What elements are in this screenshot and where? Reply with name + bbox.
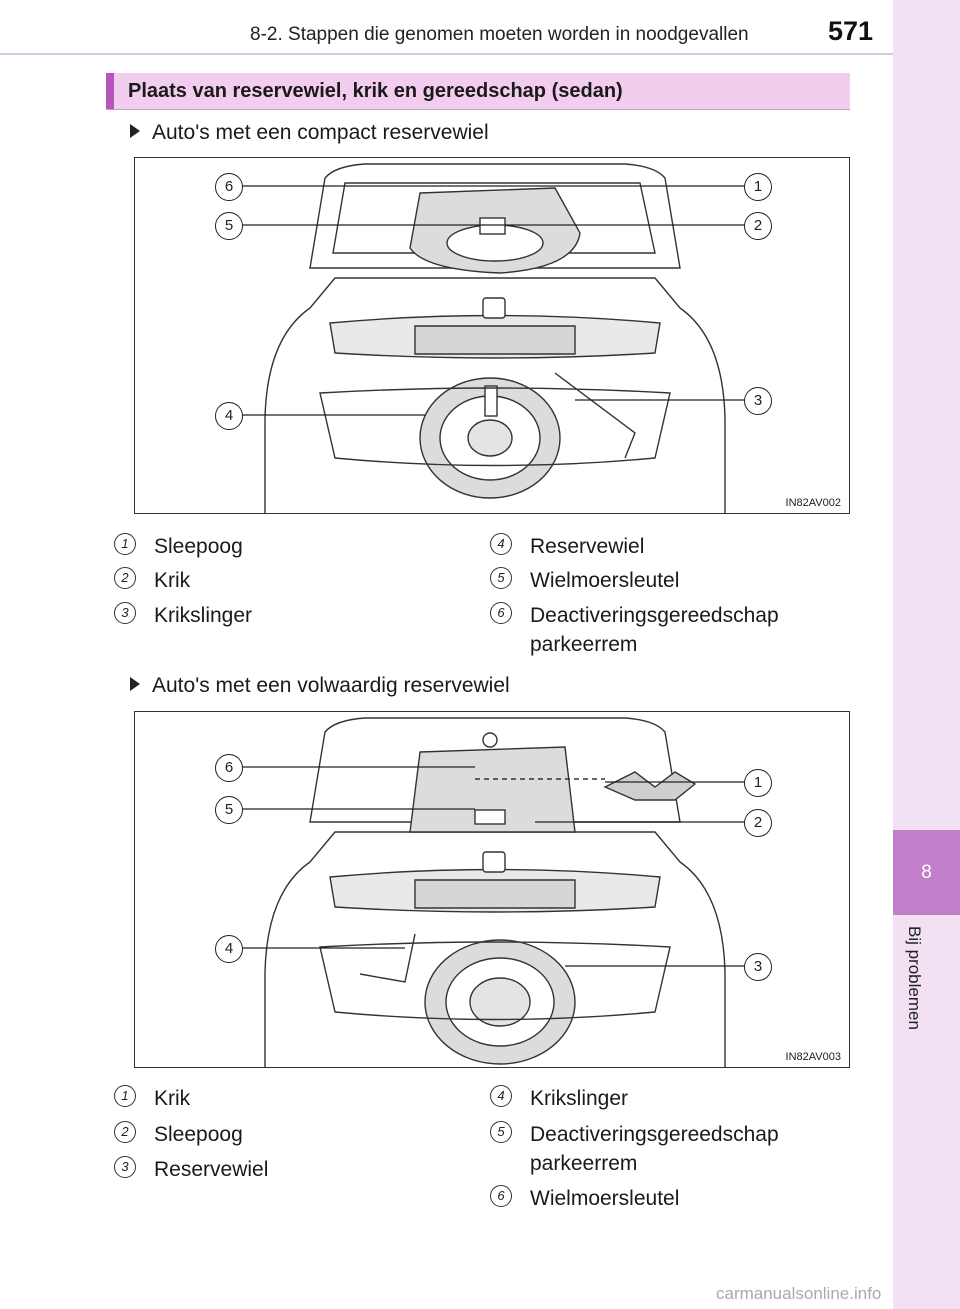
figure-1-illustration: 6 5 4 1 2 3 IN82AV002 (134, 157, 850, 514)
legend-text: Deactiveringsgereedschap parkeerrem (530, 1123, 779, 1175)
legend-text: Reservewiel (530, 535, 645, 558)
figure-1-callout-1: 1 (744, 173, 772, 201)
figure-2-bullet-text: Auto's met een volwaardig reservewiel (152, 674, 510, 697)
page-number: 571 (828, 16, 874, 46)
legend-number: 6 (490, 602, 512, 624)
legend-number: 3 (114, 1156, 136, 1178)
chapter-number-box (893, 830, 960, 915)
section-heading-rule (106, 109, 850, 110)
figure-1-code: IN82AV002 (785, 497, 841, 509)
figure-2-callout-4: 4 (215, 935, 243, 963)
figure-2-callout-6: 6 (215, 754, 243, 782)
legend-text: Krikslinger (530, 1087, 629, 1110)
section-heading: Plaats van reservewiel, krik en gereedsc… (106, 73, 850, 109)
figure-2-bullet: Auto's met een volwaardig reservewiel (130, 674, 510, 698)
figure-1-callout-6: 6 (215, 173, 243, 201)
figure-2-code: IN82AV003 (785, 1051, 841, 1063)
chapter-number: 8 (921, 862, 932, 883)
section-heading-text: Plaats van reservewiel, krik en gereedsc… (128, 80, 623, 102)
legend-number: 4 (490, 533, 512, 555)
header-divider (0, 53, 893, 55)
watermark: carmanualsonline.info (716, 1284, 882, 1303)
legend-number: 1 (114, 533, 136, 555)
legend-number: 2 (114, 567, 136, 589)
legend-number: 3 (114, 602, 136, 624)
legend-number: 5 (490, 567, 512, 589)
header-section-title: 8-2. Stappen die genomen moeten worden i… (250, 24, 749, 45)
bullet-triangle-icon (130, 124, 140, 138)
figure-2-callout-3: 3 (744, 953, 772, 981)
figure-2-illustration: 6 5 4 1 2 3 IN82AV003 (134, 711, 850, 1068)
trunk-full-spare-drawing (241, 717, 745, 1067)
chapter-label: Bij problemen (905, 926, 924, 1030)
legend-number: 5 (490, 1121, 512, 1143)
bullet-triangle-icon (130, 677, 140, 691)
legend-text: Krik (154, 1087, 191, 1110)
legend-text: Wielmoersleutel (530, 1187, 680, 1210)
trunk-compact-spare-drawing (241, 163, 745, 513)
figure-1-callout-2: 2 (744, 212, 772, 240)
legend-number: 1 (114, 1085, 136, 1107)
legend-number: 6 (490, 1185, 512, 1207)
figure-1-callout-4: 4 (215, 402, 243, 430)
figure-2-callout-2: 2 (744, 809, 772, 837)
legend-text: Reservewiel (154, 1158, 269, 1181)
figure-2-callout-1: 1 (744, 769, 772, 797)
legend-text: Wielmoersleutel (530, 569, 680, 592)
legend-number: 2 (114, 1121, 136, 1143)
figure-1-callout-3: 3 (744, 387, 772, 415)
legend-text: Sleepoog (154, 1123, 243, 1146)
legend-number: 4 (490, 1085, 512, 1107)
legend-text: Deactiveringsgereedschap parkeerrem (530, 604, 779, 656)
chapter-side-tab (893, 0, 960, 1309)
figure-1-callout-5: 5 (215, 212, 243, 240)
legend-text: Krik (154, 569, 191, 592)
figure-1-bullet: Auto's met een compact reservewiel (130, 121, 489, 145)
figure-2-callout-5: 5 (215, 796, 243, 824)
figure-1-bullet-text: Auto's met een compact reservewiel (152, 121, 489, 144)
legend-text: Sleepoog (154, 535, 243, 558)
legend-text: Krikslinger (154, 604, 253, 627)
